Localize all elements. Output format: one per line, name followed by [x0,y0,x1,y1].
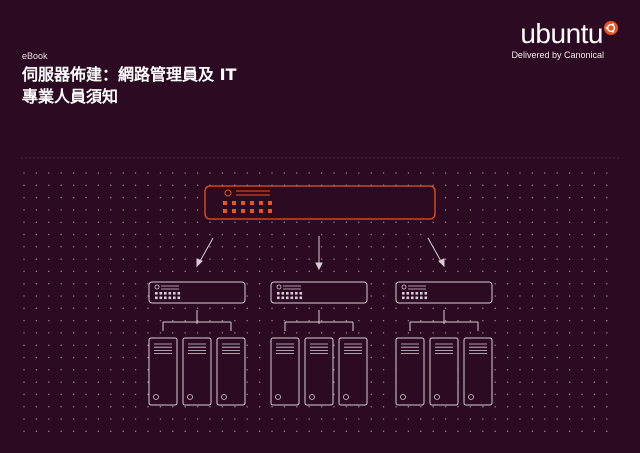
server-cluster-3 [395,281,493,406]
server-cluster-2 [270,281,368,406]
server-cluster-1 [148,281,246,406]
page-title: 伺服器佈建：網路管理員及 IT 專業人員須知 [22,64,322,108]
ubuntu-logo: ubuntu Delivered by Canonical [511,20,618,60]
ubuntu-wordmark: ubuntu [520,18,603,49]
brand-tagline: Delivered by Canonical [511,50,604,60]
circle-of-friends-icon [604,21,618,35]
main-server [204,185,436,220]
ebook-label: eBook [22,51,48,61]
connection-arrows [196,236,445,271]
title-line-2: 專業人員須知 [22,87,119,106]
title-line-1: 伺服器佈建：網路管理員及 IT [22,65,237,84]
